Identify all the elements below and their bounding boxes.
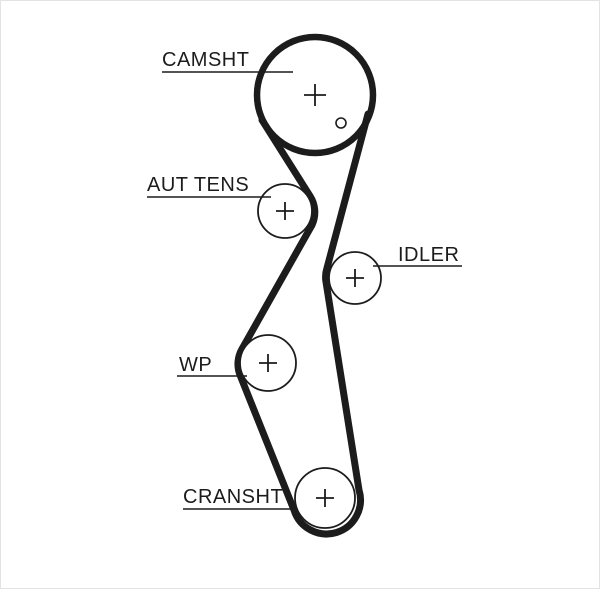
idler-center-mark <box>346 269 364 287</box>
camshaft-dowel-hole <box>335 117 347 129</box>
water-pump-label: WP <box>179 354 212 376</box>
timing-belt <box>234 110 372 538</box>
tensioner-center-mark <box>276 202 294 220</box>
tensioner-label: AUT TENS <box>147 174 249 196</box>
crankshaft-label: CRANSHT <box>183 486 283 508</box>
camshaft-label: CAMSHT <box>162 49 249 71</box>
crankshaft-center-mark <box>316 489 334 507</box>
water-pump-center-mark <box>259 354 277 372</box>
idler-label: IDLER <box>398 244 459 266</box>
camshaft-center-mark <box>304 84 326 106</box>
